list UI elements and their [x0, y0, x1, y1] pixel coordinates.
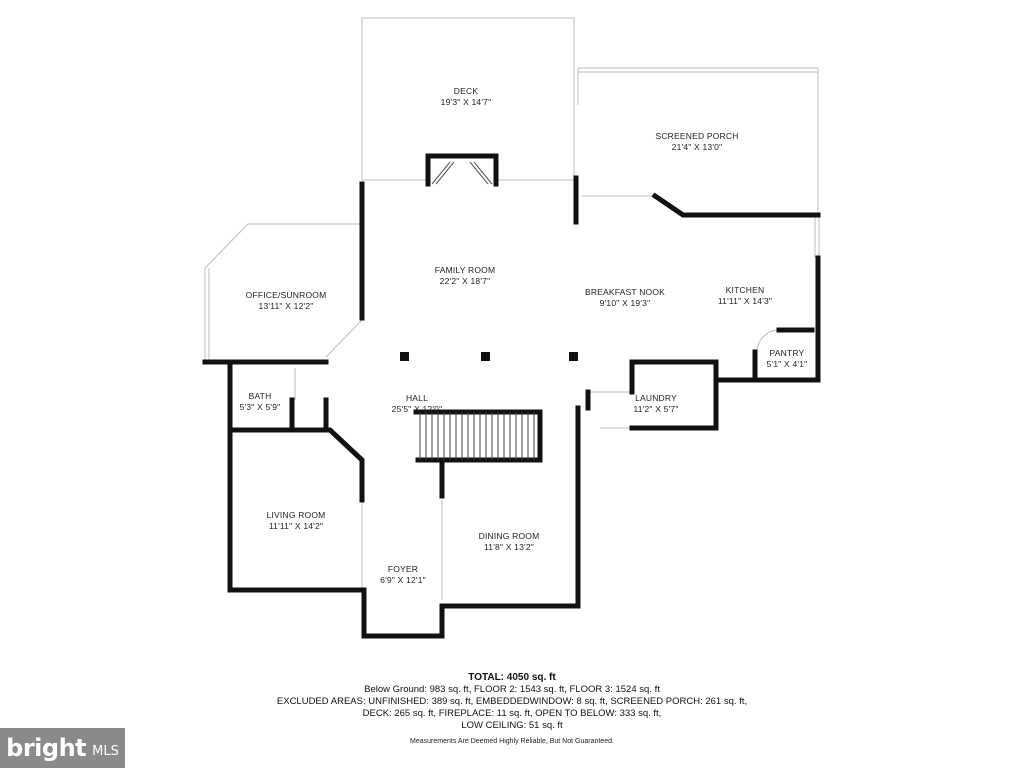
- excluded-areas-line: DECK: 265 sq. ft, FIREPLACE: 11 sq. ft, …: [362, 708, 662, 719]
- room-dimensions: 9'10" X 19'3": [599, 298, 651, 308]
- room-dimensions: 5'3" X 5'9": [239, 402, 281, 412]
- room-name: SCREENED PORCH: [655, 131, 739, 141]
- room-name: FAMILY ROOM: [434, 265, 496, 275]
- room-dimensions: 25'5" X 12'0": [391, 404, 443, 414]
- room-label-kitchen: KITCHEN 11'11" X 14'3": [718, 285, 772, 307]
- room-dimensions: 11'8" X 13'2": [483, 542, 535, 552]
- room-name: FOYER: [387, 564, 419, 574]
- room-name: LIVING ROOM: [266, 510, 326, 520]
- room-name: HALL: [405, 393, 429, 403]
- room-dimensions: 21'4" X 13'0": [671, 142, 723, 152]
- total-area: TOTAL: 4050 sq. ft: [468, 672, 556, 683]
- area-summary: TOTAL: 4050 sq. ft Below Ground: 983 sq.…: [0, 672, 1024, 748]
- room-label-family-room: FAMILY ROOM 22'2" X 18'7": [435, 265, 495, 287]
- room-label-breakfast-nook: BREAKFAST NOOK 9'10" X 19'3": [585, 287, 665, 309]
- room-dimensions: 11'11" X 14'2": [268, 521, 324, 531]
- room-name: DINING ROOM: [478, 531, 540, 541]
- room-label-pantry: PANTRY 5'1" X 4'1": [767, 348, 808, 370]
- logo-suffix: MLS: [92, 743, 119, 759]
- room-name: OFFICE/SUNROOM: [245, 290, 327, 300]
- room-name: LAUNDRY: [635, 393, 677, 403]
- disclaimer: Measurements Are Deemed Highly Reliable,…: [410, 738, 614, 745]
- room-label-living-room: LIVING ROOM 11'11" X 14'2": [267, 510, 326, 532]
- room-dimensions: 19'3" X 14'7": [440, 97, 492, 107]
- logo-brand: bright: [6, 734, 87, 762]
- room-dimensions: 11'2" X 5'7": [633, 404, 679, 414]
- room-label-office-sunroom: OFFICE/SUNROOM 13'11" X 12'2": [246, 290, 327, 312]
- bright-mls-logo: bright MLS: [0, 728, 125, 768]
- room-label-screened-porch: SCREENED PORCH 21'4" X 13'0": [655, 131, 738, 153]
- floor-plan-drawing: [202, 17, 821, 639]
- room-dimensions: 5'1" X 4'1": [766, 359, 808, 369]
- room-dimensions: 11'11" X 14'3": [717, 296, 773, 306]
- room-name: BATH: [248, 391, 272, 401]
- room-name: PANTRY: [769, 348, 805, 358]
- room-dimensions: 13'11" X 12'2": [258, 301, 314, 311]
- room-dimensions: 6'9" X 12'1": [380, 575, 426, 585]
- room-name: BREAKFAST NOOK: [584, 287, 666, 297]
- excluded-areas-line: EXCLUDED AREAS: UNFINISHED: 389 sq. ft, …: [276, 696, 748, 707]
- excluded-areas-line: LOW CEILING: 51 sq. ft: [461, 720, 563, 731]
- floor-areas: Below Ground: 983 sq. ft, FLOOR 2: 1543 …: [364, 684, 660, 695]
- room-label-hall: HALL 25'5" X 12'0": [392, 393, 443, 415]
- room-label-deck: DECK 19'3" X 14'7": [441, 86, 492, 108]
- room-label-dining-room: DINING ROOM 11'8" X 13'2": [479, 531, 540, 553]
- room-name: KITCHEN: [725, 285, 765, 295]
- room-label-foyer: FOYER 6'9" X 12'1": [380, 564, 426, 586]
- room-label-bath: BATH 5'3" X 5'9": [240, 391, 281, 413]
- room-name: DECK: [453, 86, 479, 96]
- room-dimensions: 22'2" X 18'7": [439, 276, 491, 286]
- room-label-laundry: LAUNDRY 11'2" X 5'7": [633, 393, 678, 415]
